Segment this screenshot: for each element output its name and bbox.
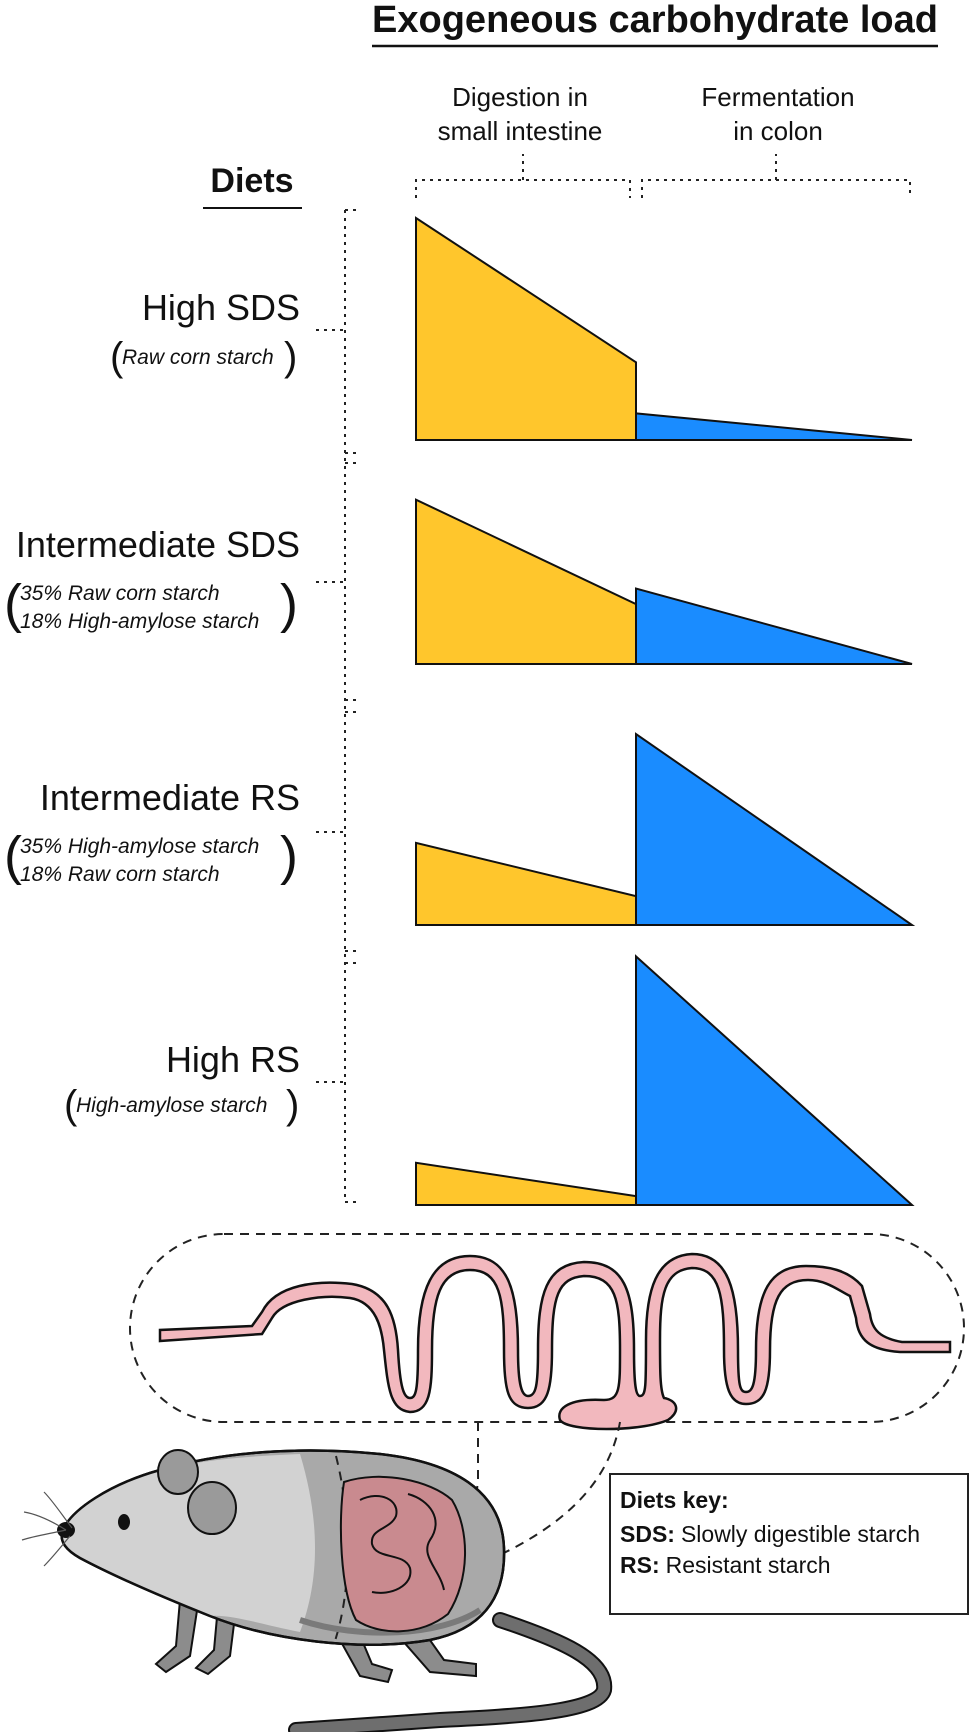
title: Exogeneous carbohydrate load — [372, 0, 938, 41]
diet-paren-open: ( — [4, 826, 22, 886]
diets-key-meaning-rs: Resistant starch — [666, 1552, 831, 1578]
diet-name-intermediate-rs: Intermediate RS — [40, 777, 300, 818]
diets-heading: Diets — [210, 162, 293, 200]
diets-key-meaning-sds: Slowly digestible starch — [681, 1521, 920, 1547]
digestion-profile-intermediate-rs — [415, 841, 637, 926]
diet-sub-intermediate-rs-2: 18% Raw corn starch — [20, 863, 220, 886]
digestion-profile-high-rs — [415, 1161, 637, 1206]
diet-paren-open: ( — [4, 574, 22, 634]
digestion-header-line1: Digestion in — [452, 82, 588, 112]
fermentation-profile-intermediate-rs — [635, 732, 916, 926]
fermentation-profile-high-sds — [635, 412, 913, 441]
diets-key-entry-sds: SDS:Slowly digestible starch — [620, 1521, 920, 1547]
diet-sub-intermediate-sds-1: 35% Raw corn starch — [20, 582, 220, 605]
diet-sub-high-rs: High-amylose starch — [76, 1094, 267, 1117]
digestion-header-line2: small intestine — [438, 116, 603, 146]
intestine-illustration — [158, 1252, 952, 1431]
fermentation-header-line1: Fermentation — [701, 82, 854, 112]
diet-paren-close: ) — [280, 574, 298, 634]
diets-key-box — [609, 1473, 969, 1615]
digestion-profile-high-sds — [415, 216, 637, 441]
diets-key-title: Diets key: — [620, 1487, 729, 1513]
diet-paren-open: ( — [64, 1083, 78, 1127]
load-profiles — [415, 216, 916, 1206]
diet-sub-intermediate-sds-2: 18% High-amylose starch — [20, 610, 259, 633]
fermentation-profile-high-rs — [635, 954, 915, 1206]
diet-name-high-sds: High SDS — [142, 287, 300, 328]
diet-paren-close: ) — [284, 335, 297, 379]
diet-paren-close: ) — [286, 1083, 299, 1127]
diets-key-entry-rs: RS:Resistant starch — [620, 1552, 831, 1578]
diets-key-abbr-rs: RS: — [620, 1552, 660, 1578]
diet-paren-open: ( — [110, 335, 124, 379]
mouse-illustration — [21, 1449, 613, 1732]
intestine-callout-frame — [129, 1233, 965, 1423]
diets-key-abbr-sds: SDS: — [620, 1521, 675, 1547]
diet-name-high-rs: High RS — [166, 1039, 300, 1080]
digestion-bracket — [415, 154, 631, 198]
fermentation-profile-intermediate-sds — [635, 587, 913, 665]
digestion-profile-intermediate-sds — [415, 498, 637, 665]
diet-sub-high-sds: Raw corn starch — [122, 346, 274, 369]
diet-paren-close: ) — [280, 826, 298, 886]
callout-connector-left — [469, 1422, 479, 1556]
fermentation-bracket — [641, 154, 911, 198]
diet-sub-intermediate-rs-1: 35% High-amylose starch — [20, 835, 259, 858]
diet-brackets — [316, 209, 358, 1203]
fermentation-header-line2: in colon — [733, 116, 823, 146]
diet-name-intermediate-sds: Intermediate SDS — [16, 524, 300, 565]
